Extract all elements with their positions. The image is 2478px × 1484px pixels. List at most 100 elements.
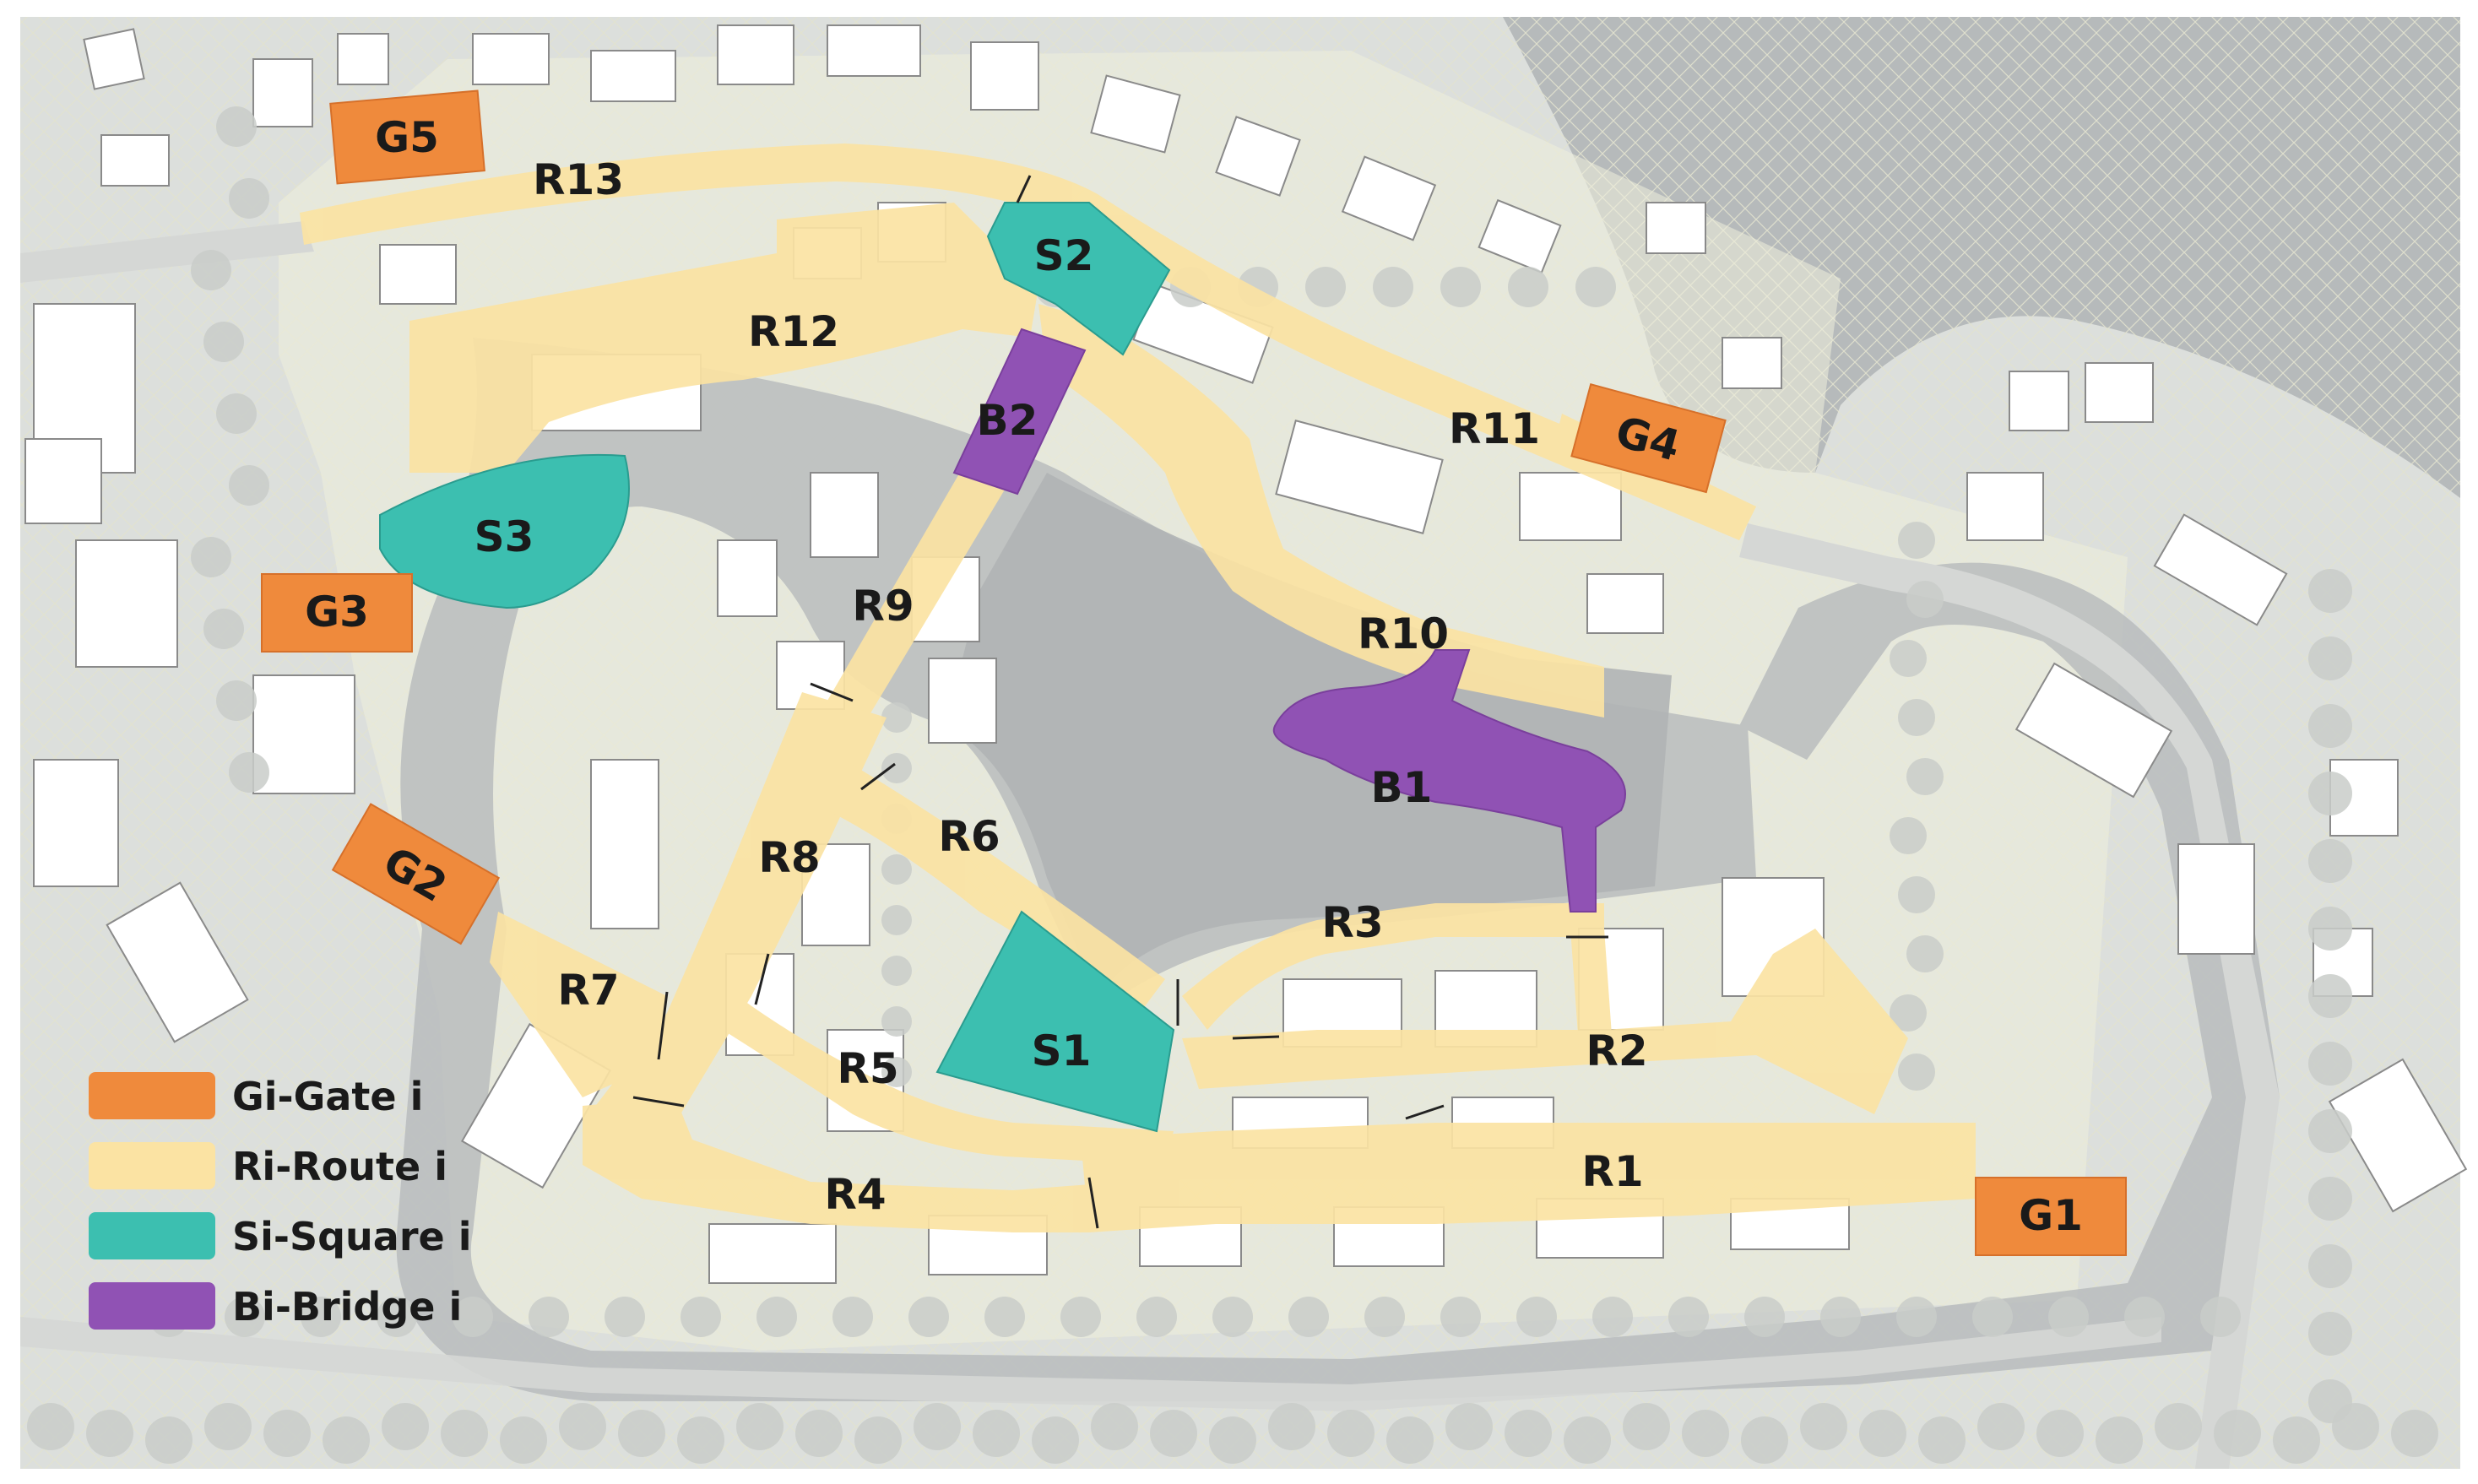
tree — [225, 1297, 265, 1337]
tree — [1288, 1297, 1329, 1337]
tree — [1820, 1297, 1861, 1337]
legend: Gi-Gate i Ri-Route i Si-Square i Bi-Brid… — [89, 1072, 472, 1330]
tree — [1898, 522, 1935, 559]
tree — [2308, 636, 2352, 680]
square-s3-label: S3 — [474, 512, 534, 561]
tree — [914, 1403, 961, 1450]
tree — [2308, 907, 2352, 951]
tree — [2308, 839, 2352, 883]
legend-swatch-route — [89, 1142, 215, 1189]
gate-g3: G3 — [261, 573, 413, 653]
tree — [1592, 1297, 1633, 1337]
tree — [881, 753, 912, 783]
road-bottom — [20, 1317, 2161, 1411]
route-r10-label: R10 — [1358, 609, 1449, 658]
gate-g1-label: G1 — [2019, 1191, 2083, 1240]
tree — [2308, 704, 2352, 748]
tree — [216, 106, 257, 147]
route-r11-label: R11 — [1449, 404, 1540, 453]
route-r10-shape — [1038, 304, 1604, 718]
square-s1-label: S1 — [1032, 1026, 1092, 1075]
route-labels: R1 R2 R3 R4 R5 R6 R7 R8 R9 R10 R11 R12 R… — [533, 155, 1648, 1219]
route-r13-label: R13 — [533, 155, 624, 204]
tree — [2308, 1312, 2352, 1356]
bridge-b1-label: B1 — [1371, 763, 1433, 812]
tree — [881, 956, 912, 986]
tree — [263, 1410, 311, 1457]
tree — [1505, 1410, 1552, 1457]
tree — [881, 1006, 912, 1037]
tree — [1032, 1416, 1079, 1464]
gate-g5: G5 — [329, 89, 485, 185]
tree — [377, 1297, 417, 1337]
legend-swatch-gate — [89, 1072, 215, 1119]
tree — [27, 1403, 74, 1450]
gate-g1: G1 — [1975, 1177, 2127, 1256]
route-r3-shape — [1182, 903, 1604, 1030]
tree — [1440, 267, 1481, 307]
gate-g5-label: G5 — [375, 113, 439, 162]
square-labels: S1 S2 S3 — [474, 231, 1094, 1075]
legend-label-bridge: Bi-Bridge i — [232, 1284, 462, 1330]
tree — [2391, 1410, 2438, 1457]
tree — [881, 905, 912, 935]
tree — [1896, 1297, 1937, 1337]
route-r7-shape — [490, 912, 667, 1097]
route-r6-shape — [827, 760, 1165, 1013]
route-r12-shape — [409, 203, 1038, 473]
route-r7-label: R7 — [557, 966, 619, 1015]
bridge-b1-shape — [1272, 649, 1626, 913]
tree — [1906, 935, 1944, 972]
tree — [1623, 1403, 1670, 1450]
route-r9-wide — [819, 473, 1005, 743]
tree — [1972, 1297, 2013, 1337]
tree — [1741, 1416, 1788, 1464]
tree — [203, 322, 244, 362]
tree — [453, 1297, 493, 1337]
route-r2-shape — [1182, 929, 1908, 1114]
tree — [529, 1297, 569, 1337]
tree — [1268, 1403, 1315, 1450]
square-s2-shape — [986, 202, 1171, 356]
tree — [2200, 1297, 2241, 1337]
tree — [1209, 1416, 1256, 1464]
legend-label-route: Ri-Route i — [232, 1144, 447, 1189]
route-r12-label: R12 — [748, 307, 839, 356]
tree — [1445, 1403, 1493, 1450]
tree — [1906, 758, 1944, 795]
square-s3-shape — [379, 453, 630, 609]
tree — [216, 393, 257, 434]
tree — [2308, 1379, 2352, 1423]
tree — [216, 680, 257, 721]
tree — [881, 854, 912, 885]
tree — [86, 1410, 133, 1457]
tree — [618, 1410, 665, 1457]
tree — [854, 1416, 902, 1464]
legend-label-gate: Gi-Gate i — [232, 1074, 423, 1119]
tree — [2036, 1410, 2084, 1457]
tree — [2308, 1042, 2352, 1086]
tree — [1386, 1416, 1434, 1464]
tree — [2214, 1410, 2261, 1457]
road-right — [1739, 523, 2280, 1469]
legend-item-gate: Gi-Gate i — [89, 1072, 423, 1119]
tree — [2308, 772, 2352, 815]
tree — [301, 1297, 341, 1337]
tree — [1091, 1403, 1138, 1450]
gate-g2: G2 — [331, 803, 501, 945]
tree — [677, 1416, 724, 1464]
tree — [1890, 640, 1927, 677]
tree — [1508, 267, 1548, 307]
bridge-b2-shape — [952, 328, 1087, 496]
tree — [1744, 1297, 1785, 1337]
gate-g3-label: G3 — [305, 588, 369, 636]
gate-g4: G4 — [1570, 383, 1727, 494]
tree — [1440, 1297, 1481, 1337]
tree — [229, 178, 269, 219]
tree — [1373, 267, 1413, 307]
tree — [756, 1297, 797, 1337]
route-r3-label: R3 — [1321, 898, 1383, 947]
tree — [1800, 1403, 1847, 1450]
route-r2-vertical — [1570, 929, 1613, 1047]
